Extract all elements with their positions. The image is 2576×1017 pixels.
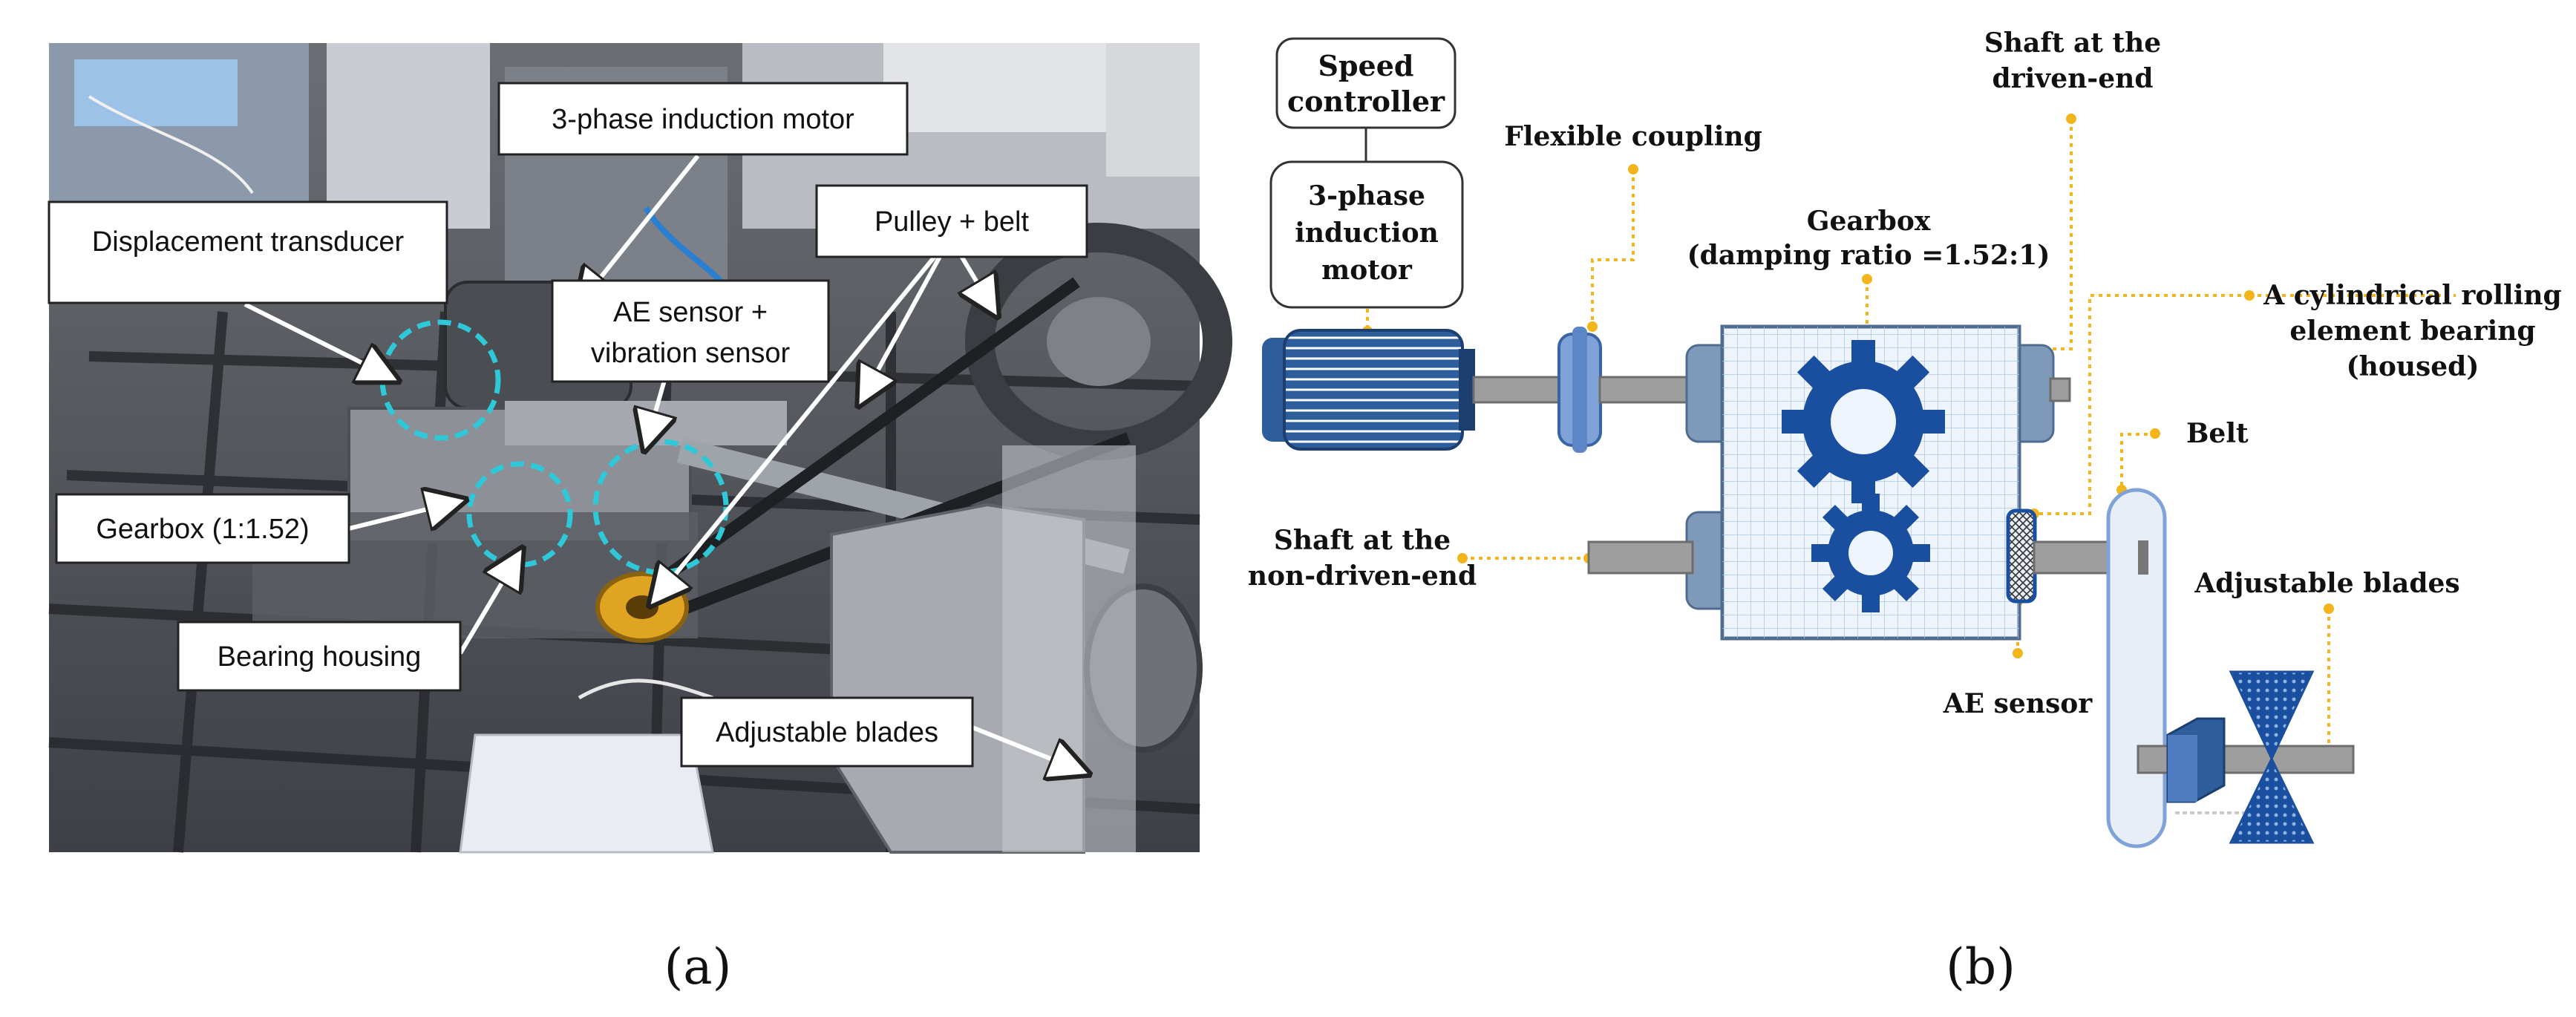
label-shaft-nondriven-line2: non-driven-end — [1248, 560, 1477, 592]
belt-icon — [2106, 488, 2167, 848]
label-bearing-line1: A cylindrical rolling — [2263, 280, 2561, 311]
label-bearing-line2: element bearing — [2289, 315, 2535, 347]
label-shaft-driven-line1: Shaft at the — [1984, 27, 2161, 59]
label-adjustable-blades: Adjustable blades — [2194, 568, 2459, 599]
motor-label-box — [1269, 160, 1464, 309]
adjustable-blades-icon — [2229, 670, 2315, 844]
label-flexible-coupling: Flexible coupling — [1504, 121, 1762, 152]
label-ae-sensor: AE sensor — [1943, 688, 2093, 719]
callout-pulley-box — [815, 184, 1088, 258]
callout-ae-box — [551, 279, 830, 383]
label-belt: Belt — [2186, 418, 2249, 449]
callout-blades: Adjustable blades — [716, 717, 938, 748]
motor-label-line3: motor — [1321, 255, 1413, 286]
callout-transducer: Displacement transducer — [92, 226, 405, 258]
shaft-coupling — [1598, 376, 1690, 404]
callout-blades-box — [680, 696, 974, 768]
large-gear-icon — [1782, 340, 1945, 503]
callout-ae-sensor-line1: AE sensor + — [613, 297, 768, 328]
gearbox-icon — [1685, 324, 2055, 641]
callout-ae-sensor-line2: vibration sensor — [591, 338, 791, 369]
callout-motor-box — [497, 82, 909, 156]
label-gearbox-line1: Gearbox — [1807, 206, 1931, 237]
panel-b-schematic: Speed controller 3-phase induction motor — [1248, 27, 2562, 848]
callout-bearing: Bearing housing — [218, 641, 422, 673]
small-gear-icon — [1811, 494, 1930, 612]
ae-sensor-icon — [2006, 508, 2037, 604]
callout-motor: 3-phase induction motor — [552, 104, 854, 135]
ring-ae-sensor — [592, 439, 729, 575]
callout-gearbox-box — [55, 493, 350, 564]
shaft-driven-end — [2049, 377, 2071, 402]
callout-gearbox: Gearbox (1:1.52) — [96, 514, 309, 545]
motor-icon — [1262, 329, 1475, 451]
caption-a: (a) — [664, 938, 732, 995]
speed-controller-line1: Speed — [1318, 49, 1414, 82]
motor-label-line1: 3-phase — [1308, 180, 1425, 212]
caption-b: (b) — [1946, 938, 2016, 995]
callout-boxes: 3-phase induction motor Displacement tra… — [48, 82, 1088, 768]
label-bearing-line3: (housed) — [2347, 351, 2479, 382]
callout-bearing-box — [177, 621, 462, 692]
label-shaft-nondriven-line1: Shaft at the — [1274, 525, 1451, 556]
speed-controller-line2: controller — [1287, 85, 1445, 118]
ring-transducer — [379, 319, 501, 441]
bearing-block-icon — [2166, 717, 2226, 803]
callout-pulley: Pulley + belt — [875, 206, 1030, 238]
panel-a-photo — [48, 43, 1232, 854]
label-gearbox-line2: (damping ratio =1.52:1) — [1687, 240, 2050, 271]
label-shaft-driven-line2: driven-end — [1992, 63, 2153, 94]
shaft-motor — [1472, 376, 1564, 404]
motor-label-line2: induction — [1295, 218, 1439, 249]
shaft-non-driven-end — [1587, 540, 1694, 575]
callout-transducer-box — [48, 200, 448, 304]
